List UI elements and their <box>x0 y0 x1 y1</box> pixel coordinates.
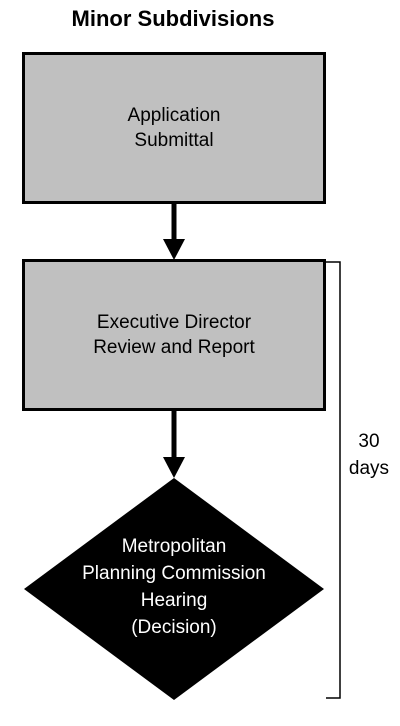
duration-unit: days <box>348 458 390 479</box>
duration-number: 30 <box>358 431 380 452</box>
arrow-head-1 <box>163 239 185 260</box>
duration-label: 30 days <box>342 428 396 482</box>
duration-bracket <box>326 261 341 699</box>
step-commission-hearing-label: Metropolitan Planning Commission Hearing… <box>24 533 324 641</box>
step-executive-director-review: Executive Director Review and Report <box>22 259 326 411</box>
decision-diamond <box>24 478 324 700</box>
step-label-line: Executive Director <box>96 312 252 333</box>
step-label-line: Review and Report <box>93 337 255 358</box>
step-label-line: Submittal <box>134 130 214 151</box>
step-label-line: Planning Commission <box>82 563 266 584</box>
step-label-line: (Decision) <box>131 617 217 638</box>
step-label-line: Application <box>127 105 221 126</box>
step-label-line: Hearing <box>140 590 208 611</box>
step-application-submittal: Application Submittal <box>22 52 326 204</box>
arrow-head-2 <box>163 457 185 478</box>
diagram-title: Minor Subdivisions <box>71 6 275 31</box>
step-label-line: Metropolitan <box>121 536 227 557</box>
